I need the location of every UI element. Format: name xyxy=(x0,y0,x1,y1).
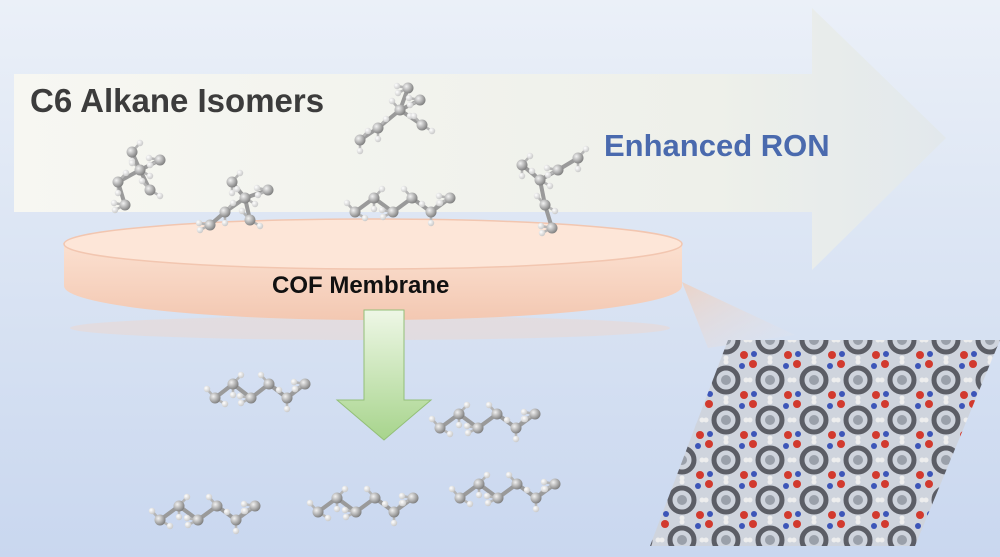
linear-alkane-molecule xyxy=(203,371,311,413)
linear-alkane-molecule xyxy=(306,485,419,527)
isomers-label: C6 Alkane Isomers xyxy=(30,82,325,119)
projection-shape xyxy=(682,282,795,348)
cof-membrane-label: COF Membrane xyxy=(272,272,450,299)
cof-membrane-disc xyxy=(63,218,683,320)
branched-alkane-molecule xyxy=(110,139,166,214)
linear-alkane-molecule xyxy=(343,185,456,227)
down-arrow-icon xyxy=(335,309,433,441)
cof-framework-structure xyxy=(650,340,1000,546)
linear-alkane-molecule xyxy=(148,493,261,535)
molecules xyxy=(110,82,590,535)
branched-alkane-molecule xyxy=(195,169,274,234)
linear-alkane-molecule xyxy=(428,401,541,443)
branched-alkane-molecule xyxy=(516,145,590,237)
linear-alkane-molecule xyxy=(448,471,561,513)
enhanced-ron-label: Enhanced RON xyxy=(604,128,830,163)
branched-alkane-molecule xyxy=(354,82,436,155)
